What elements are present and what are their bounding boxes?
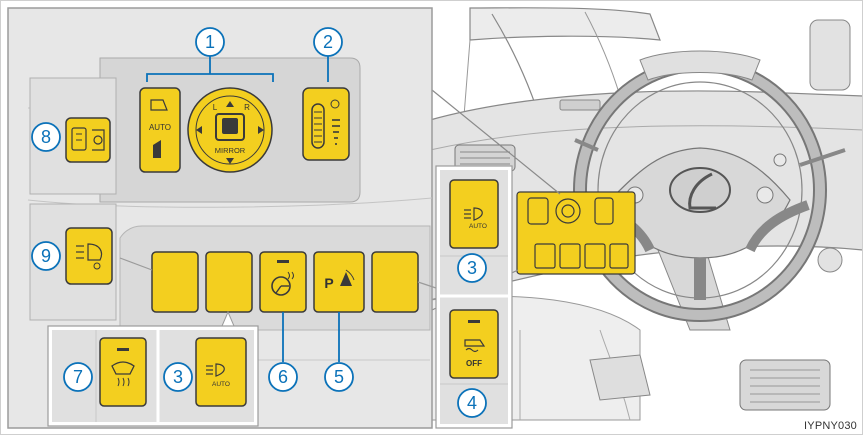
vsc-off-switch: OFF: [450, 310, 498, 378]
callout-2-number: 2: [323, 32, 333, 52]
steering-heater-switch: [260, 252, 306, 312]
callout-3-right-number: 3: [467, 258, 477, 278]
callout-6-number: 6: [278, 367, 288, 387]
mirror-adjust-icon: [216, 114, 244, 140]
switch-cluster-highlight: [517, 192, 635, 274]
callout-7-number: 7: [73, 367, 83, 387]
callout-9-number: 9: [41, 246, 51, 266]
blank-switch-3: [372, 252, 418, 312]
mirror-label: MIRROR: [215, 146, 246, 155]
callout-1: 1: [196, 28, 224, 56]
deicer-switch: [100, 338, 146, 406]
instrument-brightness-switch: [303, 88, 349, 160]
park-assist-label: P: [324, 275, 333, 291]
callout-7: 7: [64, 363, 92, 391]
callout-3-lower-number: 3: [173, 367, 183, 387]
mirror-r-label: R: [244, 103, 250, 112]
blank-switch-1: [152, 252, 198, 312]
callout-2: 2: [314, 28, 342, 56]
auto-label: AUTO: [149, 123, 171, 132]
callout-3-right: 3: [458, 254, 486, 282]
auto-high-beam-switch-upper: AUTO: [450, 180, 498, 248]
blank-switch-2: [206, 252, 252, 312]
callout-5-number: 5: [334, 367, 344, 387]
figure-code: IYPNY030: [804, 420, 857, 432]
auto-label-lower: AUTO: [212, 381, 230, 388]
callout-3-lower: 3: [164, 363, 192, 391]
auto-high-beam-switch-lower: AUTO: [196, 338, 246, 406]
off-label: OFF: [466, 359, 482, 368]
callout-9: 9: [32, 242, 60, 270]
callout-8: 8: [32, 123, 60, 151]
mirror-adjust-switch: L R MIRROR: [188, 88, 272, 172]
callout-1-number: 1: [205, 32, 215, 52]
park-assist-switch: P: [314, 252, 364, 312]
headlight-leveling-switch: AUTO: [140, 88, 180, 172]
bottom-switch-row: P: [152, 252, 418, 312]
auto-label-upper: AUTO: [469, 223, 487, 230]
callout-4-number: 4: [467, 393, 477, 413]
callout-8-number: 8: [41, 127, 51, 147]
mirror-l-label: L: [213, 103, 218, 112]
callout-4: 4: [458, 389, 486, 417]
